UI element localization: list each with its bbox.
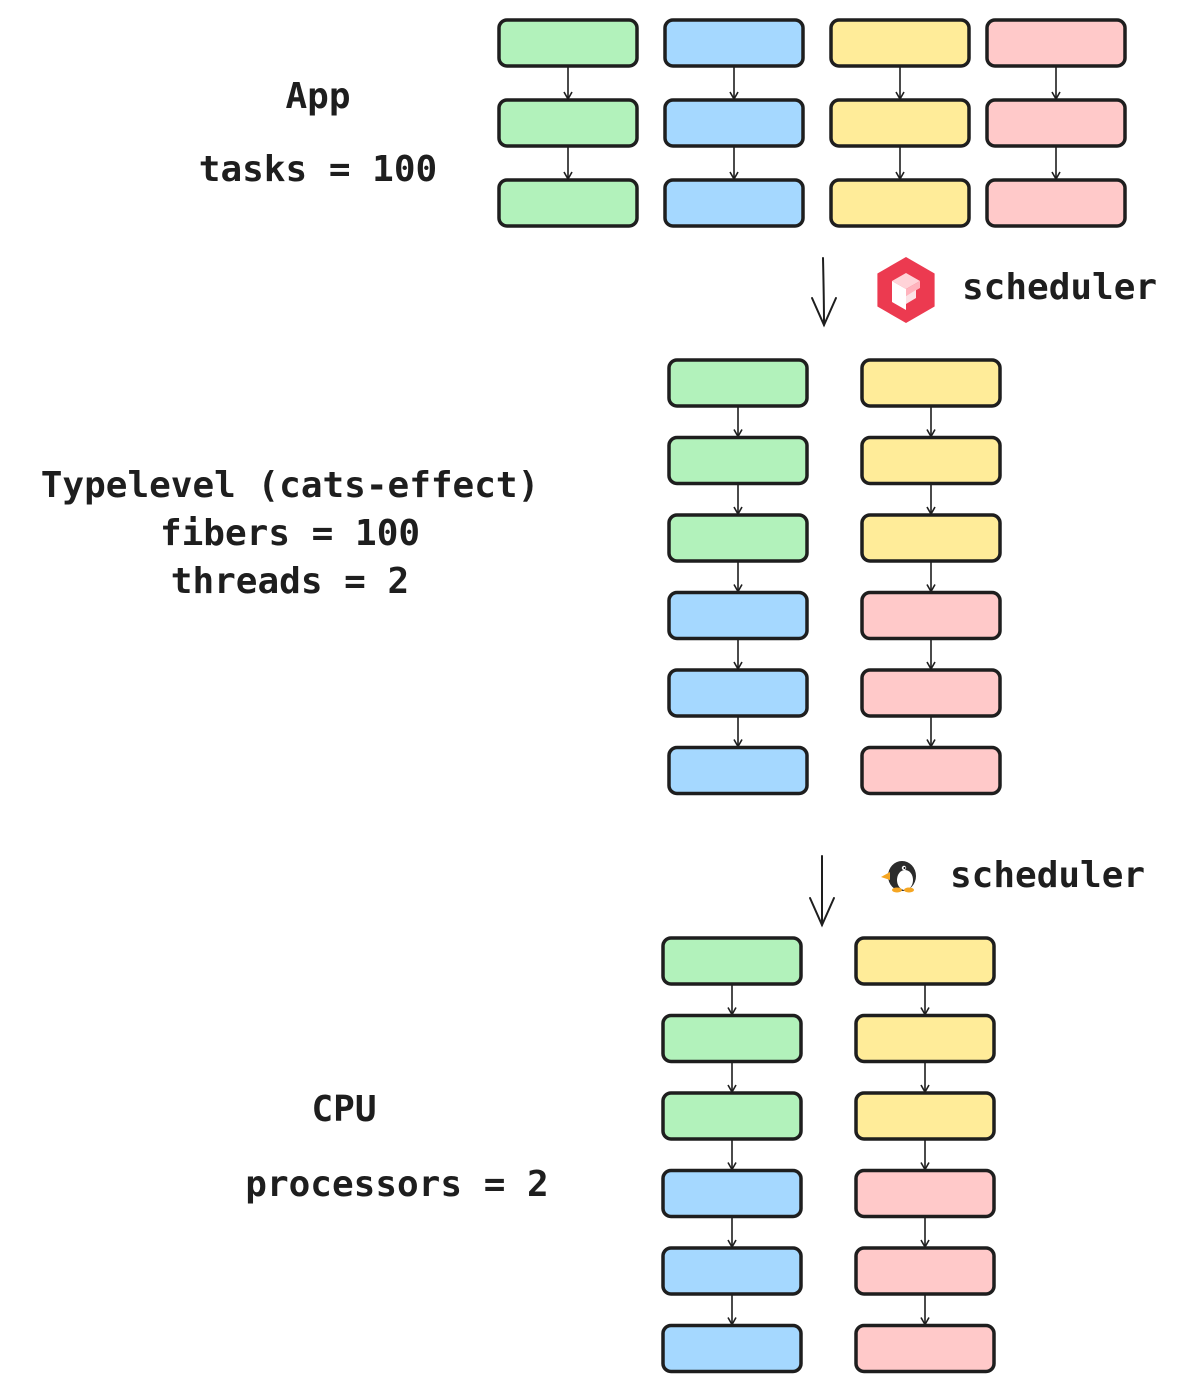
- typelevel-task-box: [860, 358, 1002, 408]
- scheduler-arrow-1: [811, 257, 837, 328]
- typelevel-task-box: [667, 668, 809, 718]
- scheduler-2-label: scheduler: [950, 855, 1145, 896]
- cpu-task-box: [661, 936, 803, 986]
- typelevel-title: Typelevel (cats-effect): [41, 465, 540, 506]
- cpu-task-box: [854, 1091, 996, 1141]
- cpu-task-box: [854, 1013, 996, 1064]
- typelevel-task-box: [667, 590, 809, 641]
- app-task-box: [663, 18, 805, 68]
- typelevel-threads-label: threads = 2: [171, 561, 409, 602]
- typelevel-task-box: [667, 358, 809, 408]
- typelevel-task-box: [667, 513, 809, 563]
- scheduler-arrow-2: [809, 855, 835, 928]
- app-task-box: [497, 18, 639, 68]
- cpu-task-box: [854, 1168, 996, 1219]
- cpu-task-box: [661, 1091, 803, 1141]
- app-task-box: [829, 98, 971, 148]
- typelevel-task-box: [667, 435, 809, 486]
- typelevel-logo-icon: [877, 257, 935, 323]
- typelevel-task-box: [860, 590, 1002, 641]
- typelevel-fiber-grid: [667, 358, 1002, 796]
- linux-penguin-icon: [881, 861, 916, 893]
- typelevel-task-box: [667, 745, 809, 796]
- cpu-task-box: [854, 936, 996, 986]
- app-task-box: [497, 98, 639, 148]
- app-task-grid: [497, 18, 1127, 228]
- cpu-task-box: [661, 1013, 803, 1064]
- scheduler-1-label: scheduler: [962, 267, 1157, 308]
- app-task-box: [985, 98, 1127, 148]
- cpu-task-box: [854, 1246, 996, 1296]
- typelevel-task-box: [860, 668, 1002, 718]
- typelevel-task-box: [860, 513, 1002, 563]
- cpu-task-box: [661, 1323, 803, 1374]
- app-task-box: [985, 178, 1127, 228]
- app-task-box: [985, 18, 1127, 68]
- app-title: App: [285, 76, 350, 117]
- typelevel-task-box: [860, 745, 1002, 796]
- app-task-box: [663, 178, 805, 228]
- app-task-box: [497, 178, 639, 228]
- cpu-processor-grid: [661, 936, 996, 1374]
- app-tasks-label: tasks = 100: [199, 149, 437, 190]
- cpu-task-box: [661, 1246, 803, 1296]
- app-task-box: [829, 178, 971, 228]
- cpu-task-box: [661, 1168, 803, 1219]
- typelevel-task-box: [860, 435, 1002, 486]
- app-task-box: [829, 18, 971, 68]
- app-task-box: [663, 98, 805, 148]
- cpu-processors-label: processors = 2: [245, 1164, 548, 1205]
- cpu-task-box: [854, 1323, 996, 1374]
- typelevel-fibers-label: fibers = 100: [160, 513, 420, 554]
- cpu-title: CPU: [311, 1089, 376, 1130]
